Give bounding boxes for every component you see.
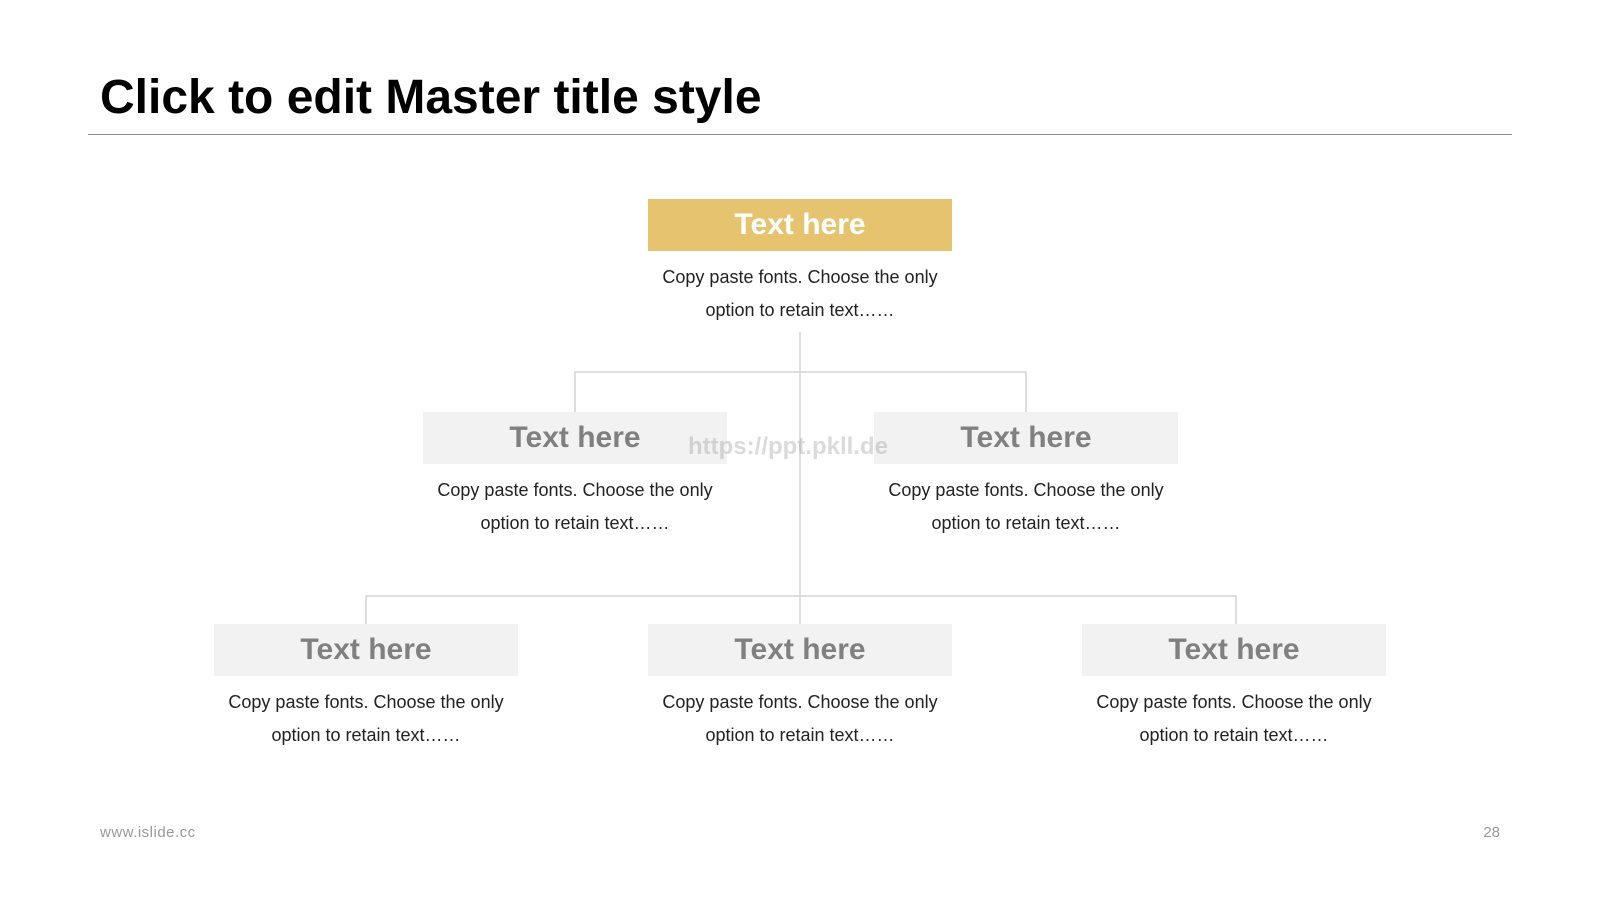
org-node-title[interactable]: Text here xyxy=(423,412,727,464)
connector-level2 xyxy=(574,371,1027,412)
org-node-level2-left[interactable]: Text here Copy paste fonts. Choose the o… xyxy=(423,412,727,540)
org-node-root[interactable]: Text here Copy paste fonts. Choose the o… xyxy=(648,199,952,327)
title-divider xyxy=(88,134,1512,135)
page-number: 28 xyxy=(1483,824,1500,841)
org-node-root-description: Copy paste fonts. Choose the only option… xyxy=(662,267,938,320)
org-node-description: Copy paste fonts. Choose the only option… xyxy=(662,692,938,745)
org-node-title[interactable]: Text here xyxy=(214,624,518,676)
org-node-level3-center[interactable]: Text here Copy paste fonts. Choose the o… xyxy=(648,624,952,752)
org-node-description: Copy paste fonts. Choose the only option… xyxy=(228,692,504,745)
org-node-level3-left[interactable]: Text here Copy paste fonts. Choose the o… xyxy=(214,624,518,752)
org-node-description: Copy paste fonts. Choose the only option… xyxy=(437,480,713,533)
org-node-description: Copy paste fonts. Choose the only option… xyxy=(1096,692,1372,745)
org-node-title[interactable]: Text here xyxy=(874,412,1178,464)
watermark-text: https://ppt.pkll.de xyxy=(688,433,888,460)
slide-title[interactable]: Click to edit Master title style xyxy=(100,71,762,124)
org-node-root-title[interactable]: Text here xyxy=(648,199,952,251)
connector-level3 xyxy=(365,595,1237,624)
org-node-title[interactable]: Text here xyxy=(1082,624,1386,676)
org-node-level3-right[interactable]: Text here Copy paste fonts. Choose the o… xyxy=(1082,624,1386,752)
org-node-level2-right[interactable]: Text here Copy paste fonts. Choose the o… xyxy=(874,412,1178,540)
org-node-description: Copy paste fonts. Choose the only option… xyxy=(888,480,1164,533)
footer-url: www.islide.cc xyxy=(100,824,196,841)
org-node-title[interactable]: Text here xyxy=(648,624,952,676)
